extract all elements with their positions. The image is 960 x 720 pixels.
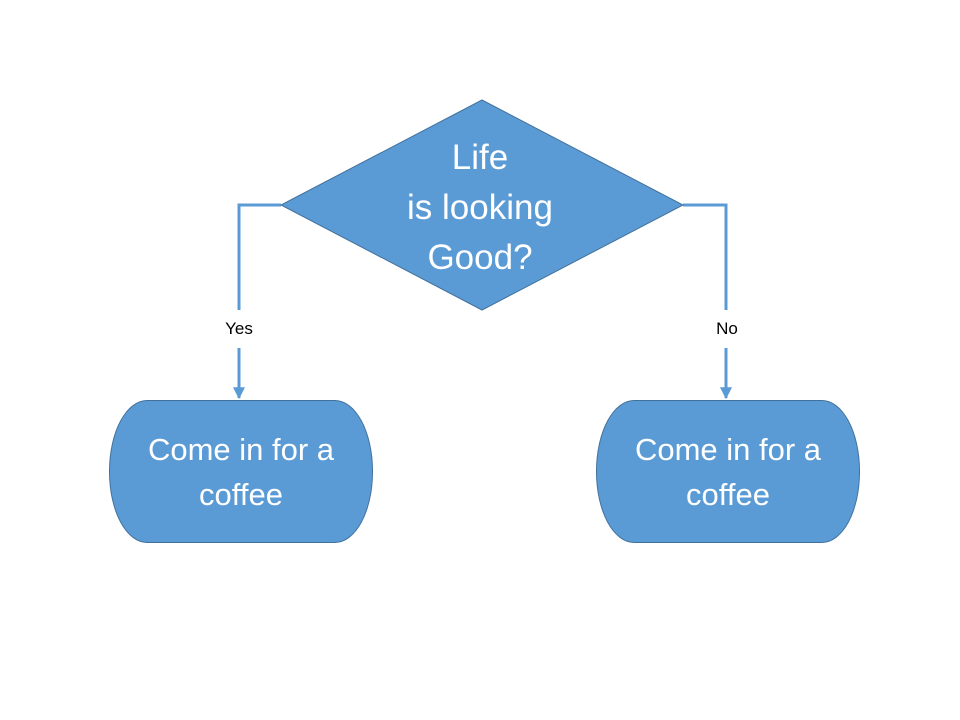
- decision-text: Life is looking Good?: [330, 128, 630, 288]
- yes-outcome-terminal: Come in for a coffee: [109, 400, 373, 543]
- no-label: No: [716, 319, 738, 338]
- yes-label: Yes: [225, 319, 253, 338]
- decision-line-1: Life: [451, 138, 509, 177]
- no-outcome-text: Come in for a coffee: [634, 431, 822, 512]
- decision-line-3: Good?: [427, 238, 533, 277]
- yes-connector-line: [237, 203, 281, 310]
- yes-outcome-text: Come in for a coffee: [147, 431, 335, 512]
- no-outcome-terminal: Come in for a coffee: [596, 400, 860, 543]
- no-connector-line: [683, 203, 728, 310]
- decision-line-2: is looking: [407, 188, 553, 227]
